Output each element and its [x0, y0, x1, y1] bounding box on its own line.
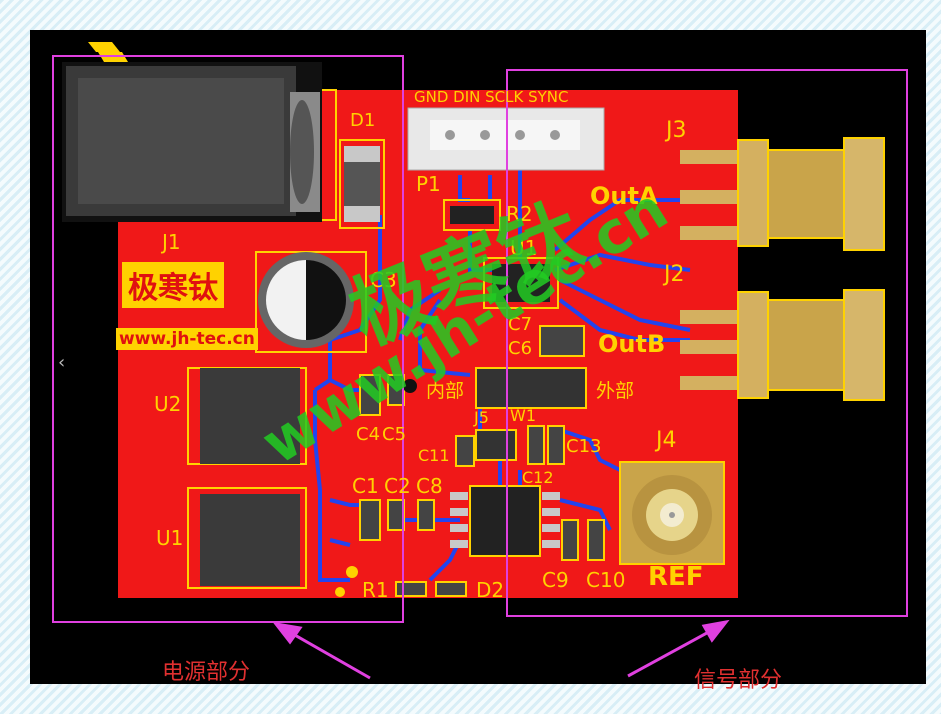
label-u1-chip: U1	[510, 236, 538, 260]
fiducial-2	[335, 587, 345, 597]
label-c11: C11	[418, 446, 450, 465]
power-section-title: 电源部分	[162, 660, 251, 685]
label-ref: REF	[648, 562, 704, 592]
label-d1: D1	[350, 110, 376, 131]
regulator-u1	[187, 487, 307, 589]
smd-passives	[359, 325, 605, 597]
label-j5: J5	[474, 408, 489, 427]
brand-url-plate: www.jh-tec.cn	[116, 328, 258, 350]
label-j3: J3	[666, 118, 687, 143]
label-d2: D2	[476, 578, 505, 602]
connector-j4	[619, 461, 725, 565]
label-u1: U1	[156, 526, 184, 550]
label-j2: J2	[664, 262, 685, 287]
label-c1: C1	[352, 474, 379, 498]
label-c12: C12	[522, 468, 554, 487]
connector-j3	[680, 137, 885, 251]
label-outb: OutB	[598, 330, 666, 358]
chip-so8	[450, 485, 560, 557]
label-c4: C4	[356, 424, 381, 445]
power-section-box	[52, 55, 404, 623]
fiducial	[346, 566, 358, 578]
label-c5: C5	[382, 424, 407, 445]
label-j1: J1	[162, 230, 181, 254]
nav-left-arrow[interactable]: ‹	[58, 352, 66, 373]
header-pin-labels: GND DIN SCLK SYNC	[414, 88, 569, 106]
label-outa: OutA	[590, 182, 658, 210]
corner-decoration	[88, 42, 128, 62]
section-arrows	[272, 619, 730, 680]
label-u2: U2	[154, 392, 182, 416]
label-c7: C7	[508, 314, 533, 335]
label-c10: C10	[586, 568, 626, 592]
signal-section-title: 信号部分	[694, 668, 783, 693]
regulator-u2	[187, 367, 307, 465]
label-r2: R2	[506, 202, 533, 226]
label-c13: C13	[566, 436, 602, 457]
chip-small	[475, 429, 517, 461]
label-c8: C8	[416, 474, 443, 498]
label-internal: 内部	[426, 380, 465, 402]
connector-j2	[680, 289, 885, 401]
label-c9: C9	[542, 568, 569, 592]
label-w1: W1	[510, 406, 536, 425]
jumper-block	[475, 367, 587, 409]
label-p1: P1	[416, 172, 441, 196]
label-j4: J4	[656, 428, 677, 453]
diode-d1	[339, 139, 385, 229]
capacitor-c3	[255, 251, 367, 353]
label-c3: C3	[370, 268, 397, 292]
dc-jack-j1	[62, 62, 337, 222]
label-external: 外部	[596, 380, 635, 402]
brand-name-plate: 极寒钛	[122, 262, 224, 308]
label-c6: C6	[508, 338, 533, 359]
label-r1: R1	[362, 578, 389, 602]
resistor-r2	[443, 199, 501, 231]
label-c2: C2	[384, 474, 411, 498]
via-black	[403, 379, 417, 393]
chip-u1-main	[483, 257, 559, 309]
signal-section-box	[506, 69, 908, 617]
